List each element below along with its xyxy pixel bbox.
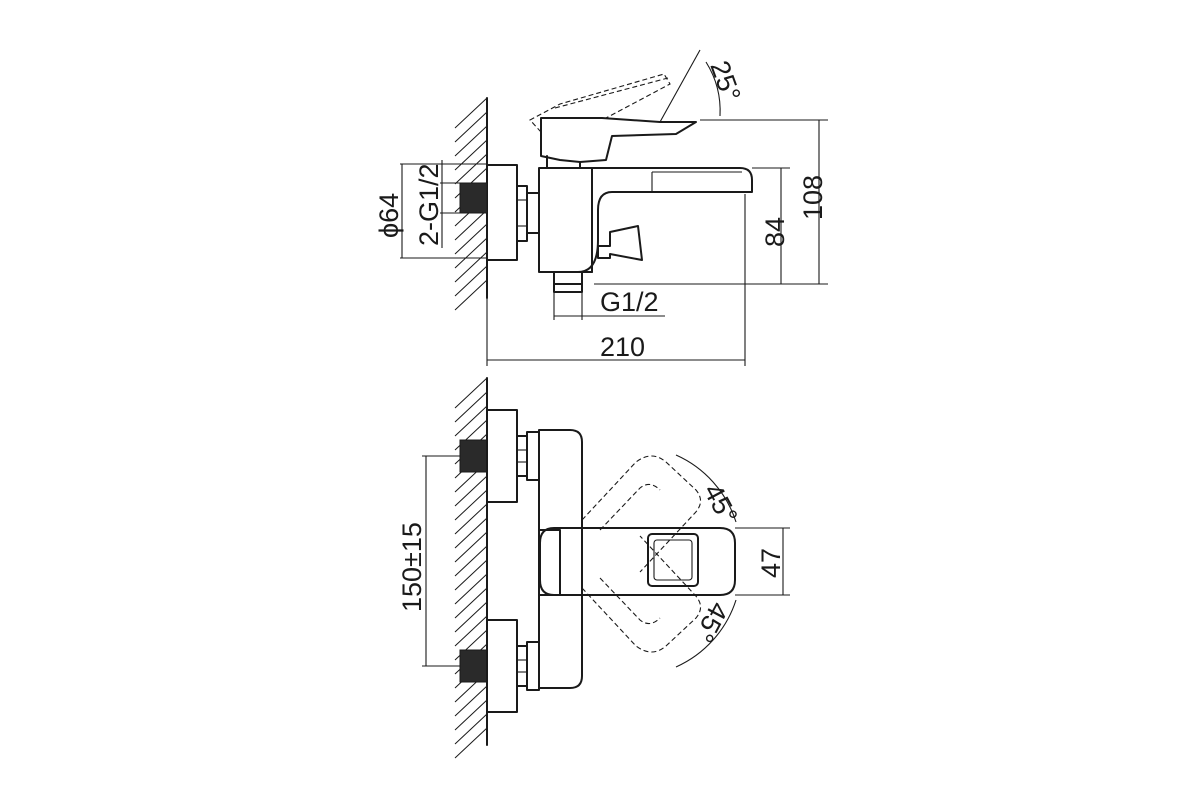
- hatch-line: [454, 545, 488, 577]
- hatch-line: [454, 125, 488, 157]
- hatch-line: [454, 601, 488, 633]
- length-label: 210: [600, 332, 645, 362]
- hatch-line: [454, 699, 488, 731]
- hatch-line: [454, 489, 488, 521]
- diameter-label: ϕ64: [374, 193, 404, 238]
- outlet-thread-dimension: G1/2: [553, 287, 665, 320]
- hatch-line: [454, 727, 488, 759]
- angle-down-label: 45°: [689, 597, 735, 647]
- height-84-label: 84: [760, 217, 790, 247]
- side-view: 25° 108 84 ϕ64 2-G1/2: [374, 49, 828, 366]
- front-view: 45° 45° 47 150±15: [397, 377, 790, 759]
- lower-flange-front: [459, 619, 540, 713]
- eccentric-thread-side: [459, 182, 488, 214]
- hatch-line: [454, 251, 488, 283]
- outlet-thread-label: G1/2: [600, 287, 659, 317]
- hatch-line: [454, 97, 488, 129]
- centers-label: 150±15: [397, 522, 427, 612]
- mixer-body-front: [538, 429, 583, 689]
- hatch-line: [454, 153, 488, 185]
- hatch-line: [454, 587, 488, 619]
- hatch-line: [454, 405, 488, 437]
- spout-width-dimension: 47: [735, 527, 790, 596]
- hatch-line: [454, 139, 488, 171]
- hatch-line: [454, 237, 488, 269]
- diameter-dimension: ϕ64: [374, 163, 487, 259]
- wall-flange-side: [486, 164, 540, 261]
- angle-25-dimension: 25°: [659, 49, 747, 123]
- hatch-line: [454, 503, 488, 535]
- hatch-line: [454, 111, 488, 143]
- hatch-line: [454, 209, 488, 241]
- height-108-label: 108: [798, 175, 828, 220]
- hatch-line: [454, 279, 488, 311]
- inlet-thread-dimension: 2-G1/2: [414, 160, 460, 248]
- hatch-line: [454, 573, 488, 605]
- spout-front: [539, 527, 736, 596]
- wall-hatching-side: [454, 97, 488, 311]
- lever-handle-side: [529, 73, 697, 169]
- rotation-angle-dimensions: 45° 45°: [675, 454, 744, 668]
- hatch-line: [454, 391, 488, 423]
- hatch-line: [454, 475, 488, 507]
- hatch-line: [454, 377, 488, 409]
- angle-25-label: 25°: [704, 57, 746, 106]
- hatch-line: [454, 223, 488, 255]
- mixer-body-side: [538, 167, 753, 293]
- centers-dimension: 150±15: [397, 455, 460, 667]
- hatch-line: [454, 615, 488, 647]
- hatch-line: [454, 265, 488, 297]
- hatch-line: [454, 517, 488, 549]
- length-dimension: 210: [486, 194, 746, 366]
- angle-up-label: 45°: [698, 479, 744, 529]
- upper-flange-front: [459, 409, 540, 503]
- wall-hatching-front: [454, 377, 488, 759]
- hatch-line: [454, 713, 488, 745]
- handle-rotation-ghosts: [581, 455, 702, 653]
- spout-width-label: 47: [756, 548, 786, 578]
- height-dimensions: 108 84: [594, 119, 828, 285]
- hatch-line: [454, 559, 488, 591]
- hatch-line: [454, 685, 488, 717]
- inlet-thread-label: 2-G1/2: [414, 163, 444, 246]
- hatch-line: [454, 531, 488, 563]
